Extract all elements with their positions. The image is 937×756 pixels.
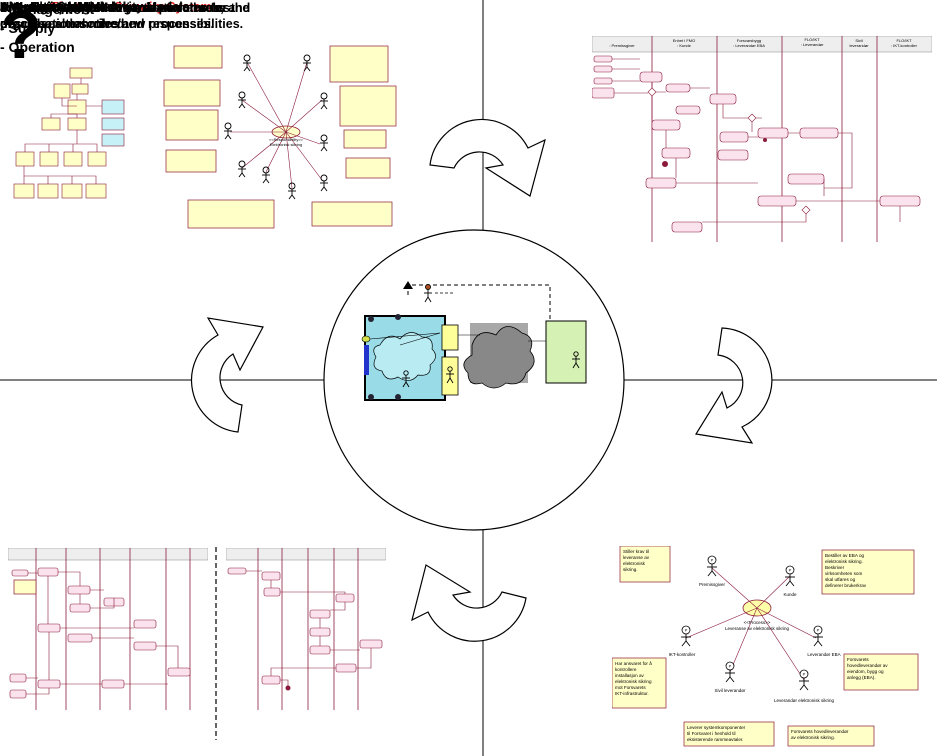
svg-text:Forsvarsbygg: Forsvarsbygg (737, 38, 761, 43)
svg-text:Beskriver: Beskriver (825, 565, 845, 570)
activity-nodes (592, 55, 921, 233)
svg-text:FLO/IKT: FLO/IKT (804, 37, 820, 42)
svg-text:: Leverandør: : Leverandør (801, 42, 824, 47)
svg-text:: Premissgiver: : Premissgiver (609, 43, 635, 48)
svg-text:Leverer systemkomponenter: Leverer systemkomponenter (687, 725, 746, 730)
center-title: Electronic Security System (50, 0, 212, 14)
svg-text:Stiller krav til: Stiller krav til (623, 549, 649, 554)
title-alternative-a: Alternative a (0, 0, 76, 14)
use-case-bottom-diagram: P P P P P P Premissgiver Kunde IKT-kontr… (612, 546, 919, 747)
svg-text:skal utføres og: skal utføres og (825, 577, 856, 582)
svg-text:Forsvarets: Forsvarets (847, 657, 869, 662)
actor-leverandor-eba-label: Leverandør EBA (807, 652, 840, 657)
svg-text:Bestiller av EBA og: Bestiller av EBA og (825, 553, 865, 558)
actor-sivil-leverandor-label: Sivil leverandør (714, 688, 746, 693)
svg-text:P: P (711, 558, 714, 563)
alternative-b-diagram (226, 548, 386, 710)
alt-b-nodes (227, 567, 383, 691)
svg-text:Enhet i FMO: Enhet i FMO (673, 38, 695, 43)
svg-text:Leveranse av elektronisk sikri: Leveranse av elektronisk sikring (725, 626, 790, 631)
svg-text:hovedleverandør av: hovedleverandør av (847, 663, 888, 668)
svg-text:: IKT-kontroller: : IKT-kontroller (891, 43, 918, 48)
svg-text:installasjon av: installasjon av (615, 673, 645, 678)
question-mark: ? (0, 0, 42, 73)
cycle-arrow-left (190, 317, 264, 433)
svg-text:P: P (817, 628, 820, 633)
svg-text:P: P (789, 568, 792, 573)
actor-ikt-kontroller-label: IKT-kontroller (669, 652, 696, 657)
actor-premissgiver-label: Premissgiver (699, 582, 726, 587)
svg-text:elektronisk sikring.: elektronisk sikring. (825, 559, 863, 564)
svg-text:kontrollere: kontrollere (615, 667, 637, 672)
title-activity-model: UML Activity Model (0, 0, 115, 14)
svg-text:P: P (685, 628, 688, 633)
svg-text:eksisterende rammeavtaler.: eksisterende rammeavtaler. (687, 737, 743, 742)
svg-text:FLO/IKT: FLO/IKT (896, 38, 912, 43)
step1-label: 1. Describe organisational structures, o… (0, 1, 244, 31)
bullet-supply: - Supply (0, 20, 56, 36)
step3-label: 3. Extract and define process roles for … (0, 1, 250, 31)
cycle-arrow-top (429, 118, 546, 197)
bullet-operation: - Operation (0, 39, 75, 55)
system-illustration (361, 281, 587, 401)
bullet-management: - Management (0, 1, 95, 17)
svg-text:virksomheten som: virksomheten som (825, 571, 862, 576)
step4-label: 4. Assign process roles to performers an… (0, 1, 251, 31)
title-class-model: UML Class Model (0, 0, 104, 14)
svg-text:leveranse av: leveranse av (623, 555, 650, 560)
use-case-top-notes (163, 45, 397, 229)
center-bullets: - Management - Supply - Operation (0, 0, 94, 57)
use-case-top-actors (224, 54, 328, 200)
svg-text:P: P (803, 672, 806, 677)
title-use-case-top: UML Use Case Model (0, 0, 127, 14)
svg-text:leverandør: leverandør (849, 43, 869, 48)
svg-text:Har ansvaret for å: Har ansvaret for å (615, 660, 652, 666)
svg-text:: Leverandør EBA: : Leverandør EBA (733, 43, 765, 48)
svg-text:Sivil: Sivil (855, 38, 862, 43)
title-use-case-bottom: UML Use Case Model (0, 0, 127, 14)
svg-text:sikring.: sikring. (623, 567, 638, 572)
svg-text:elektronisk: elektronisk (623, 561, 646, 566)
svg-text:<<Process>>: <<Process>> (744, 620, 771, 625)
activity-model-diagram: : Premissgiver Enhet i FMO: Kunde Forsva… (592, 36, 932, 242)
svg-text:Elektronisk sikring: Elektronisk sikring (270, 142, 302, 147)
svg-text:elektronisk sikring: elektronisk sikring (615, 679, 652, 684)
svg-text:eiendom, bygg og: eiendom, bygg og (847, 669, 884, 674)
alternative-a-diagram (8, 548, 208, 710)
class-model-diagram (13, 67, 125, 199)
svg-text:anlegg (EBA).: anlegg (EBA). (847, 675, 876, 680)
svg-text:til Forsvaret i henhold til: til Forsvaret i henhold til (687, 731, 736, 736)
svg-text:<<Responsibility>>: <<Responsibility>> (269, 137, 304, 142)
svg-text:P: P (729, 664, 732, 669)
use-case-bottom-actors: P P P P P P (681, 555, 823, 691)
title-alternative-b: Alternative b (0, 0, 76, 14)
network-cloud (463, 326, 535, 389)
cycle-arrow-right (695, 327, 773, 444)
performer-box (545, 320, 587, 384)
svg-text:: Kunde: : Kunde (677, 43, 692, 48)
actor-leverandor-sikring-label: Leverandør elektronisk sikring (774, 698, 835, 703)
step2-label: organisations and organisational roles. (0, 1, 234, 15)
svg-text:definerer brukerkrav: definerer brukerkrav (825, 583, 867, 588)
cycle-arrow-bottom (411, 564, 527, 642)
title-alternative-models: Alternative UML Activity Models (0, 0, 190, 14)
screen-panel (441, 324, 459, 351)
svg-text:mot Forsvarets: mot Forsvarets (615, 685, 646, 690)
actor-kunde-label: Kunde (783, 592, 797, 597)
svg-text:IKT-infrastruktur.: IKT-infrastruktur. (615, 691, 649, 696)
svg-text:Forsvarets hovedleverandør: Forsvarets hovedleverandør (791, 729, 849, 734)
use-case-top-diagram: <<Responsibility>> Elektronisk sikring (163, 45, 397, 229)
use-case-bottom-notes (612, 546, 919, 747)
svg-text:av elektronisk sikring.: av elektronisk sikring. (791, 735, 835, 740)
